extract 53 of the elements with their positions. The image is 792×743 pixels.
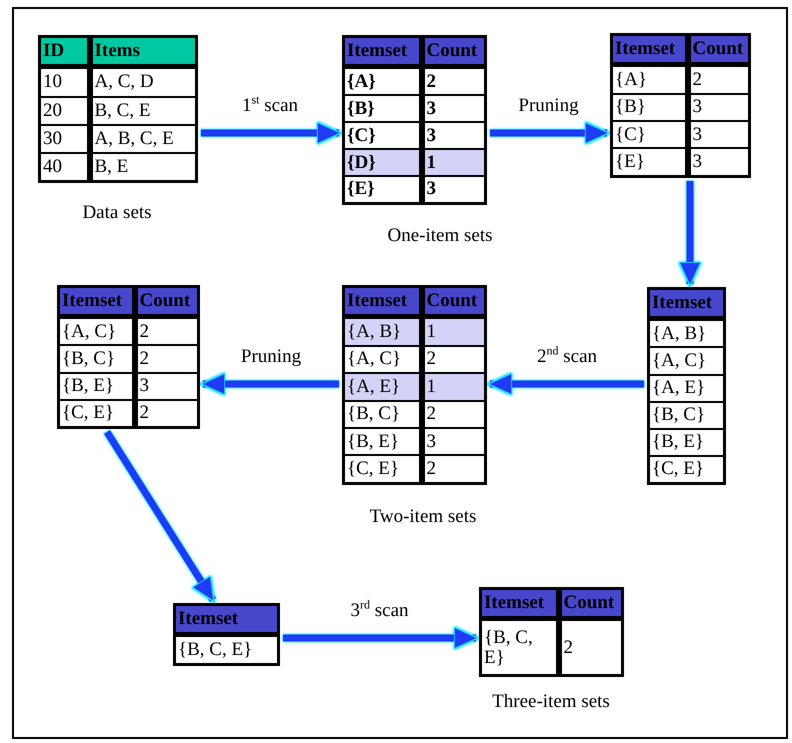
table-cell: 1 xyxy=(422,373,486,401)
column-header: Count xyxy=(422,286,486,316)
table-cell: {A, E} xyxy=(344,373,422,401)
column-header: Itemset xyxy=(344,36,422,66)
arrow xyxy=(283,626,479,650)
itemset-table xyxy=(38,35,198,183)
itemset-table xyxy=(342,35,487,205)
table-cell: 3 xyxy=(134,372,198,400)
column-header: Count xyxy=(422,36,486,66)
table-caption: Data sets xyxy=(82,202,152,224)
table-cell: {D} xyxy=(344,149,422,176)
table-caption: Two-item sets xyxy=(370,506,476,528)
column-header: Count xyxy=(688,34,750,64)
column-header: ID xyxy=(40,36,90,66)
edge-label: Pruning xyxy=(238,346,304,368)
arrow xyxy=(678,181,702,287)
itemset-table xyxy=(610,33,751,178)
table-cell: 2 xyxy=(134,345,198,373)
table-cell: 3 xyxy=(688,121,750,148)
table-caption: One-item sets xyxy=(388,225,492,247)
itemset-table xyxy=(57,285,200,429)
column-header: Count xyxy=(558,588,622,618)
table-cell: 2 xyxy=(422,66,486,96)
table-cell: 2 xyxy=(422,400,486,428)
table-cell: A, B, C, E xyxy=(90,124,196,153)
table-cell: 2 xyxy=(688,64,750,94)
table-cell: 2 xyxy=(134,316,198,346)
table-cell: 3 xyxy=(688,94,750,122)
column-header: Itemset xyxy=(344,286,422,316)
itemset-table xyxy=(173,603,280,666)
arrow xyxy=(490,121,610,145)
itemset-table xyxy=(647,287,726,485)
itemset-table xyxy=(342,285,487,485)
column-header: Count xyxy=(134,286,198,316)
arrow xyxy=(104,430,216,602)
table-cell: 3 xyxy=(422,95,486,122)
arrow xyxy=(487,372,644,396)
table-cell: A, C, D xyxy=(90,66,196,97)
table-cell: B, C, E xyxy=(90,96,196,125)
table-cell: 1 xyxy=(422,149,486,176)
column-header: Itemset xyxy=(648,288,724,318)
arrow xyxy=(201,121,342,145)
column-header: Itemset xyxy=(174,604,278,634)
table-cell: 1 xyxy=(422,316,486,346)
table-caption: Three-item sets xyxy=(492,691,610,713)
itemset-table xyxy=(479,587,624,677)
column-header: Itemset xyxy=(58,286,134,316)
table-cell: 3 xyxy=(422,428,486,456)
column-header: Itemset xyxy=(612,34,688,64)
column-header: Items xyxy=(90,36,196,66)
column-header: Itemset xyxy=(480,588,558,618)
arrow xyxy=(200,372,339,396)
edge-label: Pruning xyxy=(516,95,581,117)
